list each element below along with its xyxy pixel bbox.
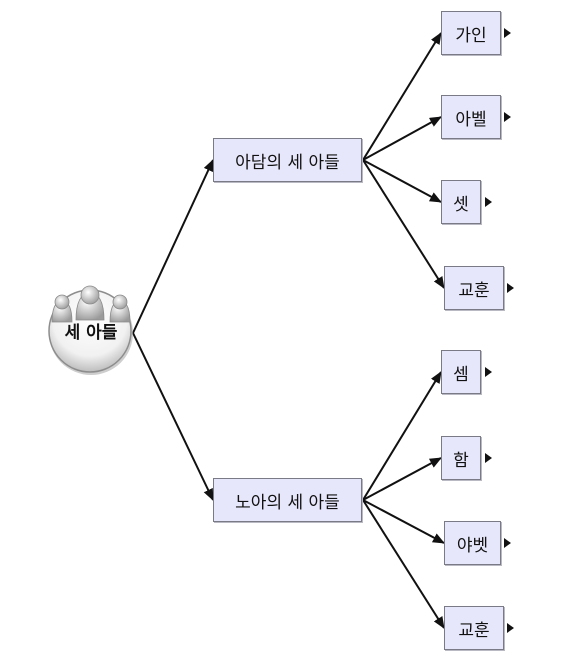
expand-arrow-icon[interactable]: [507, 623, 514, 633]
leaf-node-label: 아벨: [455, 109, 487, 130]
edge-root-to-adam: [132, 159, 214, 334]
leaf-node-label: 셈: [453, 364, 469, 385]
expand-arrow-icon[interactable]: [485, 367, 492, 377]
leaf-node-seth[interactable]: 셋: [441, 180, 481, 224]
branch-node-label: 아담의 세 아들: [235, 152, 340, 173]
edge-adam-to-cain: [362, 32, 442, 161]
root-node-icon[interactable]: [48, 285, 133, 375]
leaf-node-ham[interactable]: 함: [441, 436, 481, 480]
edge-adam-to-abel: [362, 116, 442, 161]
leaf-node-label: 셋: [453, 194, 469, 215]
people-group-icon: [51, 285, 131, 323]
expand-arrow-icon[interactable]: [485, 453, 492, 463]
leaf-node-label: 교훈: [458, 280, 490, 301]
leaf-node-lesson-noah[interactable]: 교훈: [444, 606, 504, 650]
leaf-node-abel[interactable]: 아벨: [441, 95, 501, 139]
leaf-node-label: 가인: [455, 25, 487, 46]
leaf-node-shem[interactable]: 셈: [441, 350, 481, 394]
expand-arrow-icon[interactable]: [507, 283, 514, 293]
edge-adam-to-lesson: [362, 159, 445, 289]
root-node-label: 세 아들: [64, 323, 118, 343]
leaf-node-japheth[interactable]: 야벳: [444, 521, 501, 565]
expand-arrow-icon[interactable]: [504, 112, 511, 122]
edge-noah-to-japheth: [362, 499, 445, 544]
edge-root-to-noah: [132, 332, 214, 501]
branch-node-label: 노아의 세 아들: [235, 492, 340, 513]
leaf-node-label: 야벳: [456, 535, 489, 556]
edge-noah-to-lesson: [362, 499, 445, 629]
leaf-node-label: 교훈: [458, 620, 490, 641]
edge-noah-to-ham: [362, 457, 442, 501]
edge-adam-to-seth: [362, 159, 442, 203]
leaf-node-cain[interactable]: 가인: [441, 11, 501, 55]
leaf-node-label: 함: [453, 450, 469, 471]
edge-noah-to-shem: [362, 371, 442, 501]
connector-lines: [132, 32, 445, 629]
expand-arrow-icon[interactable]: [485, 197, 492, 207]
expand-arrow-icon[interactable]: [504, 538, 511, 548]
branch-node-noah[interactable]: 노아의 세 아들: [213, 478, 362, 522]
expand-arrow-icon[interactable]: [504, 28, 511, 38]
leaf-node-lesson-adam[interactable]: 교훈: [444, 266, 504, 310]
branch-node-adam[interactable]: 아담의 세 아들: [213, 138, 362, 182]
